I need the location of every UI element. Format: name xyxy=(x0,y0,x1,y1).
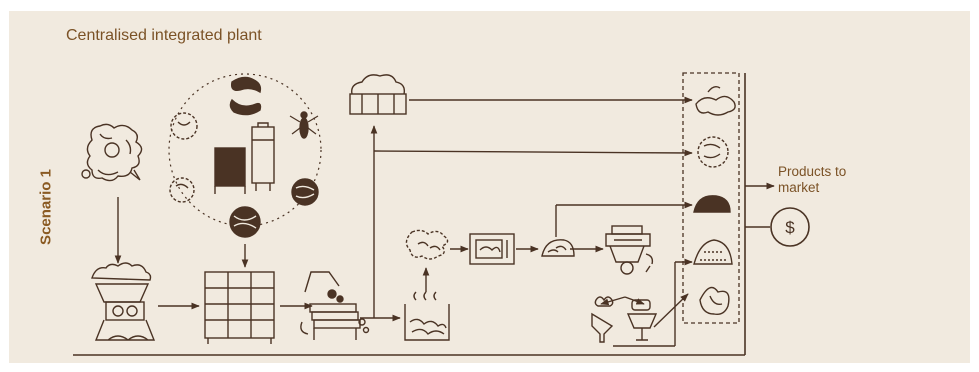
dried-larvae-product-icon xyxy=(697,136,729,168)
sieving-machine-icon xyxy=(300,271,370,340)
products-label-line-2: market xyxy=(778,180,820,195)
scenario-panel xyxy=(9,11,970,363)
market-column-icon xyxy=(682,72,740,324)
cocoon-icon xyxy=(229,206,261,238)
money-icon xyxy=(770,207,810,247)
protein-meal-product-icon xyxy=(693,239,733,265)
larvae-pile-product-icon xyxy=(693,195,731,213)
cleaned-larvae-icon xyxy=(405,229,449,260)
products-to-market-label: Products to market xyxy=(778,164,846,196)
oil-press-icon xyxy=(605,225,654,275)
rearing-shelves-icon xyxy=(204,271,275,344)
adult-fly-icon xyxy=(289,111,319,139)
insect-lifecycle-icon xyxy=(168,73,322,238)
whole-larvae-product-icon xyxy=(695,85,736,116)
pupae-icon xyxy=(291,178,319,206)
flow-connectors xyxy=(73,73,775,356)
blanching-bath-icon xyxy=(404,291,450,341)
rearing-cage-icon xyxy=(214,122,275,194)
shredder-icon xyxy=(91,262,156,341)
larvae-icon xyxy=(169,112,198,203)
feeding-crate-icon xyxy=(349,74,407,115)
eggs-icon xyxy=(229,76,262,116)
dried-larvae-icon xyxy=(541,239,575,257)
oven-icon xyxy=(469,233,515,265)
oil-product-icon xyxy=(699,286,730,316)
currency-symbol: $ xyxy=(785,218,795,237)
products-label-line-1: Products to xyxy=(778,164,847,179)
product-bottles-icon xyxy=(591,296,658,343)
organic-waste-icon xyxy=(81,123,143,182)
diagram-title: Centralised integrated plant xyxy=(66,27,262,44)
